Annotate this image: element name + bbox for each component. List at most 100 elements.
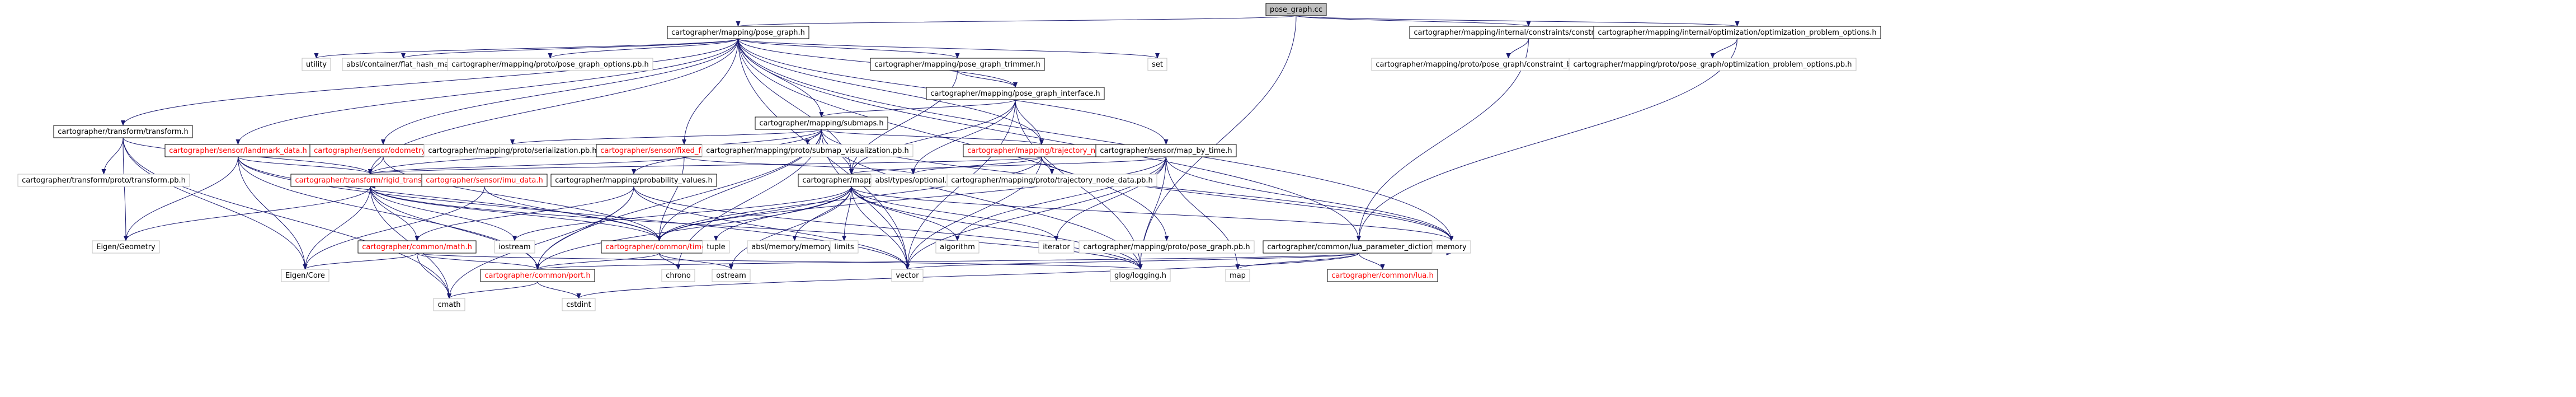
- node-label: cartographer/common/lua.h: [1331, 272, 1433, 280]
- node-absl-memory-memory-h: absl/memory/memory.h: [747, 240, 842, 254]
- node-cartographer-mapping-proto-trajectory-node-data-pb-h: cartographer/mapping/proto/trajectory_no…: [946, 174, 1157, 187]
- node-label: cartographer/sensor/odometry_data.h: [314, 147, 453, 155]
- node-cartographer-transform-transform-h[interactable]: cartographer/transform/transform.h: [53, 125, 193, 138]
- node-pose-graph-cc[interactable]: pose_graph.cc: [1265, 3, 1327, 16]
- node-label: cartographer/common/port.h: [484, 272, 590, 280]
- node-box: [1038, 240, 1075, 254]
- node-cartographer-mapping-proto-pose-graph-options-pb-h: cartographer/mapping/proto/pose_graph_op…: [447, 58, 653, 71]
- node-glog-logging-h: glog/logging.h: [1110, 269, 1171, 282]
- node-label: cmath: [437, 301, 460, 309]
- node-map: map: [1225, 269, 1250, 282]
- node-cartographer-transform-rigid-transform-h[interactable]: cartographer/transform/rigid_transform.h: [290, 174, 450, 187]
- node-cartographer-mapping-pose-graph-interface-h[interactable]: cartographer/mapping/pose_graph_interfac…: [926, 87, 1105, 100]
- node-cartographer-common-time-h[interactable]: cartographer/common/time.h: [601, 240, 718, 254]
- node-label: cartographer/sensor/imu_data.h: [426, 176, 543, 185]
- node-box: [1593, 26, 1881, 39]
- node-label: cartographer/common/time.h: [605, 243, 713, 251]
- node-cartographer-mapping-pose-graph-trimmer-h[interactable]: cartographer/mapping/pose_graph_trimmer.…: [870, 58, 1045, 71]
- edge-pg-to-transform: [121, 38, 738, 126]
- node-cartographer-mapping-submaps-h[interactable]: cartographer/mapping/submaps.h: [755, 116, 888, 130]
- node-box: [421, 174, 548, 187]
- node-label: cartographer/mapping/probability_values.…: [555, 176, 712, 185]
- node-cartographer-sensor-landmark-data-h[interactable]: cartographer/sensor/landmark_data.h: [164, 144, 312, 157]
- node-cartographer-sensor-map-by-time-h[interactable]: cartographer/sensor/map_by_time.h: [1095, 144, 1237, 157]
- edge-pg-to-set: [738, 38, 1160, 59]
- node-cartographer-common-lua-h[interactable]: cartographer/common/lua.h: [1327, 269, 1438, 282]
- edge-time-to-port: [535, 253, 660, 270]
- node-label: tuple: [707, 243, 725, 251]
- node-box: [1327, 269, 1438, 282]
- node-label: cartographer/transform/rigid_transform.h: [295, 176, 445, 185]
- node-label: cartographer/common/lua_parameter_dictio…: [1267, 243, 1450, 251]
- edge-id-to-algorithm: [851, 186, 960, 241]
- node-chrono: chrono: [661, 269, 695, 282]
- node-box: [891, 269, 924, 282]
- node-cartographer-mapping-pose-graph-h[interactable]: cartographer/mapping/pose_graph.h: [667, 26, 809, 39]
- node-box: [702, 240, 730, 254]
- edge-math-to-port: [417, 253, 540, 270]
- edge-rigid-to-geometry: [124, 186, 371, 241]
- edge-landmark-to-geometry: [124, 156, 238, 241]
- node-cartographer-common-lua-parameter-dictionary-h[interactable]: cartographer/common/lua_parameter_dictio…: [1263, 240, 1455, 254]
- node-utility: utility: [302, 58, 331, 71]
- node-label: map: [1230, 272, 1246, 280]
- node-box: [1147, 58, 1167, 71]
- edge-lua-to-port: [536, 253, 1359, 270]
- node-cartographer-mapping-trajectory-node-h[interactable]: cartographer/mapping/trajectory_node.h: [963, 144, 1120, 157]
- node-cartographer-mapping-probability-values-h[interactable]: cartographer/mapping/probability_values.…: [550, 174, 717, 187]
- edge-pg-to-flat: [401, 38, 738, 59]
- node-label: cartographer/mapping/pose_graph.h: [671, 29, 805, 37]
- node-box: [870, 58, 1045, 71]
- edge-root-to-pg: [736, 15, 1297, 27]
- node-box: [562, 298, 596, 311]
- node-box: [1095, 144, 1237, 157]
- node-label: pose_graph.cc: [1270, 6, 1322, 14]
- node-box: [946, 174, 1157, 187]
- edge-transform-to-tfproto: [101, 137, 124, 175]
- edge-root-to-cb: [1296, 15, 1531, 27]
- node-cartographer-common-port-h[interactable]: cartographer/common/port.h: [480, 269, 595, 282]
- node-cartographer-sensor-odometry-data-h[interactable]: cartographer/sensor/odometry_data.h: [309, 144, 457, 157]
- edge-mapbytime-to-memory: [1166, 156, 1454, 241]
- node-cartographer-mapping-proto-serialization-pb-h: cartographer/mapping/proto/serialization…: [423, 144, 601, 157]
- node-box: [1110, 269, 1171, 282]
- edge-rigid-to-port: [370, 186, 540, 270]
- edge-pg-to-memory: [738, 38, 1454, 241]
- node-cartographer-mapping-internal-optimization-optimization-problem-options-h[interactable]: cartographer/mapping/internal/optimizati…: [1593, 26, 1881, 39]
- node-box: [1265, 3, 1327, 16]
- edge-lua-to-cstdint: [576, 253, 1359, 299]
- node-eigen-core: Eigen/Core: [281, 269, 329, 282]
- edge-transform-to-geometry: [123, 137, 128, 241]
- node-box: [755, 116, 888, 130]
- node-cartographer-common-math-h[interactable]: cartographer/common/math.h: [357, 240, 477, 254]
- node-box: [935, 240, 979, 254]
- node-algorithm: algorithm: [935, 240, 979, 254]
- node-cartographer-sensor-imu-data-h[interactable]: cartographer/sensor/imu_data.h: [421, 174, 548, 187]
- node-label: cartographer/mapping/pose_graph_interfac…: [930, 90, 1100, 98]
- node-label: Eigen/Core: [285, 272, 325, 280]
- edge-rigid-to-math: [370, 186, 420, 241]
- edge-id-to-iostream: [512, 186, 852, 241]
- edge-pg-to-trajnode: [738, 38, 1044, 145]
- node-cartographer-mapping-internal-constraints-constraint-builder-h[interactable]: cartographer/mapping/internal/constraint…: [1409, 26, 1648, 39]
- node-layer: pose_graph.cc cartographer/mapping/pose_g…: [17, 3, 1881, 311]
- edge-submaps-to-trajnode: [821, 129, 1044, 145]
- edge-pg-to-lua: [738, 38, 1361, 241]
- node-box: [1569, 58, 1857, 71]
- edge-imu-to-time: [484, 186, 662, 241]
- node-label: absl/container/flat_hash_map.h: [346, 60, 460, 69]
- edge-mapbytime-to-algorithm: [955, 156, 1166, 241]
- edge-mapbytime-to-iterator: [1054, 156, 1166, 241]
- node-box: [17, 174, 190, 187]
- node-box: [1079, 240, 1255, 254]
- edge-layer: [101, 15, 1739, 299]
- node-box: [667, 26, 809, 39]
- node-label: absl/memory/memory.h: [751, 243, 838, 251]
- edge-port-to-cmath: [447, 281, 538, 299]
- node-label: iterator: [1043, 243, 1070, 251]
- edge-pg-to-odometry: [381, 38, 738, 145]
- node-cartographer-mapping-proto-submap-visualization-pb-h: cartographer/mapping/proto/submap_visual…: [701, 144, 913, 157]
- node-box: [92, 240, 160, 254]
- edge-pg-to-fixed: [682, 38, 738, 145]
